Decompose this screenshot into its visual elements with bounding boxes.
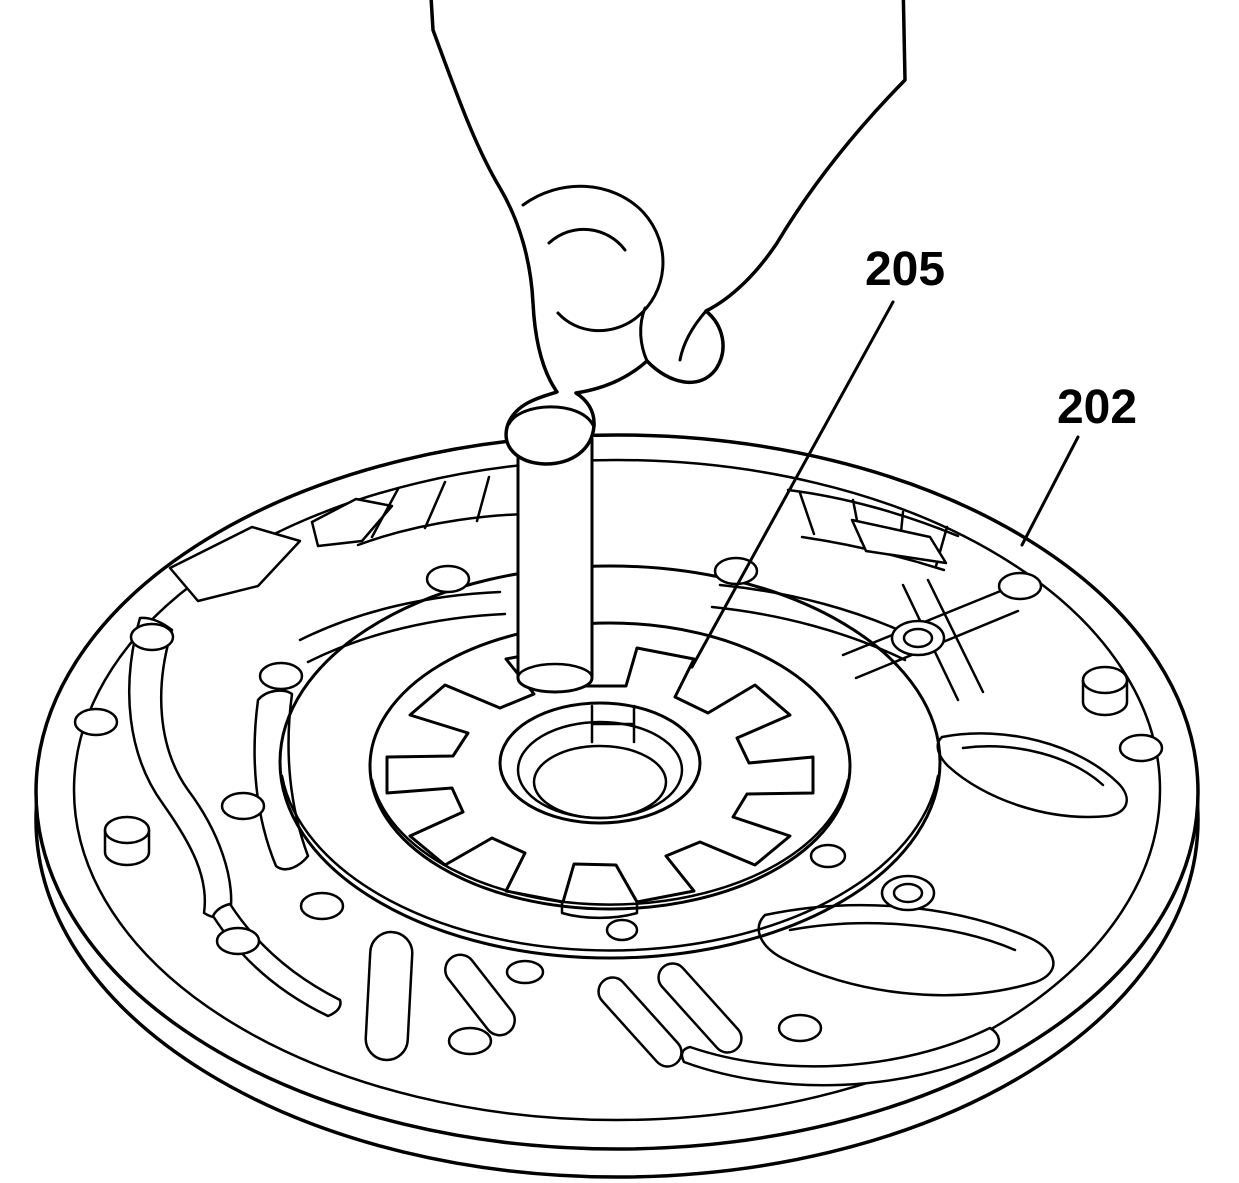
channel-arc: [298, 590, 502, 642]
bolt-hole: [1118, 733, 1164, 763]
web-rib: [370, 487, 400, 539]
gear-thickness: [560, 900, 639, 920]
oil-channel: [936, 732, 1128, 819]
slot: [597, 976, 683, 1068]
gear-hub-bore-inner: [516, 720, 684, 820]
boss-outer-ring-depth: [280, 774, 940, 952]
bolt-hole: [809, 843, 847, 869]
tool-shaft-body: [516, 438, 594, 694]
brace-rib: [926, 578, 985, 694]
locating-pin-top: [1081, 665, 1129, 695]
callout-label-202: 202: [1057, 381, 1137, 434]
web-arc: [786, 488, 960, 538]
drive-gear: [385, 646, 815, 920]
locating-pin-top: [103, 815, 151, 845]
callout-205: 205: [690, 243, 945, 669]
tool-shaft-tip: [516, 662, 594, 680]
hand-silhouette: [429, 0, 907, 466]
bolt-hole: [215, 926, 261, 956]
finger-separation: [678, 309, 708, 362]
web-rib: [798, 491, 816, 536]
channel-arc: [710, 605, 907, 662]
leader-line-205: [690, 300, 895, 669]
pocket: [850, 518, 948, 565]
locating-pins: [103, 665, 1129, 867]
plate-inner-rim: [72, 458, 1162, 1122]
channel-arc: [306, 612, 507, 664]
fingertip-crease: [507, 405, 595, 427]
bolt-hole: [777, 1013, 823, 1043]
bolt-hole: [447, 1026, 493, 1056]
tool-shaft: [516, 438, 594, 694]
gear-pocket-ring-depth: [370, 778, 850, 906]
slot: [364, 930, 414, 1062]
gear-pocket-ring: [368, 621, 852, 911]
bolt-hole: [605, 918, 639, 942]
bolt-hole: [129, 622, 175, 652]
callout-label-205: 205: [865, 243, 945, 296]
web-rib: [475, 475, 491, 523]
callout-202: 202: [1020, 381, 1137, 547]
hand: [429, 0, 907, 466]
oil-channel-line: [788, 921, 1017, 952]
pocket: [168, 525, 302, 603]
bolt-hole: [997, 571, 1043, 601]
bolt-hole: [73, 707, 119, 737]
finger-crease: [547, 227, 627, 252]
web-rib: [423, 480, 447, 530]
pocket: [310, 497, 394, 548]
leader-line-202: [1020, 435, 1080, 547]
knuckle-line: [639, 306, 649, 363]
bolt-hole: [425, 564, 471, 594]
inner-boss: [278, 564, 942, 960]
bolt-holes: [73, 556, 1164, 1056]
bolt-hole: [220, 791, 266, 821]
finger-curl: [521, 184, 665, 332]
bolt-hole: [505, 959, 545, 985]
ringed-hole-bore: [902, 627, 934, 649]
slot: [444, 953, 516, 1037]
boss-outer-ring: [278, 564, 942, 960]
bolt-hole: [299, 891, 345, 921]
ringed-hole-bore: [892, 882, 924, 904]
bolt-hole: [258, 661, 304, 691]
slot: [657, 962, 743, 1054]
oil-channel: [680, 1026, 1001, 1087]
gear-hub-bore-depth: [532, 744, 668, 820]
hub-key-slot: [590, 704, 636, 744]
oil-channel-line: [961, 745, 1105, 787]
